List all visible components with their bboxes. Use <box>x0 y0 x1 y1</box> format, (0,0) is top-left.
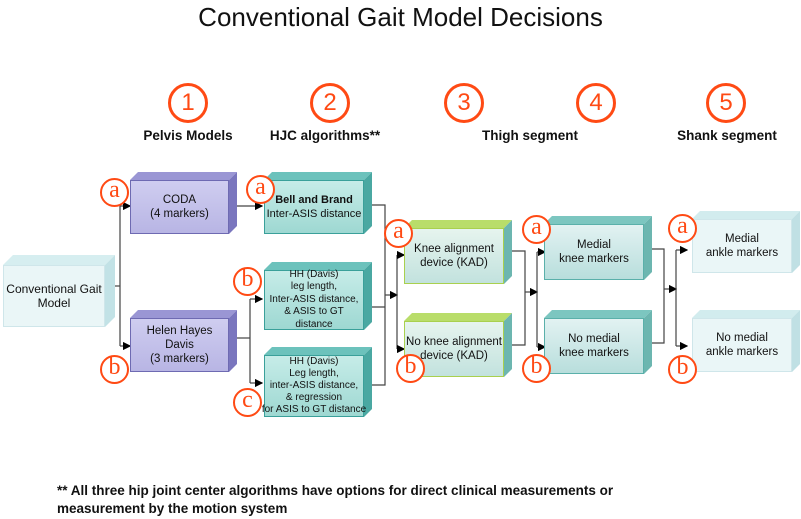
box-depth <box>130 310 237 372</box>
step-5-badge: 5 <box>706 83 746 123</box>
box-text-line: Inter-ASIS distance <box>266 208 362 220</box>
box-depth <box>544 310 652 374</box>
option-badge-ankle-b: b <box>668 355 697 384</box>
box-front: HH (Davis)leg length,Inter-ASIS distance… <box>264 268 364 330</box>
box-front: Knee alignment device (KAD) <box>404 228 504 284</box>
box-text-line: No medial <box>716 332 768 344</box>
box-depth <box>692 211 800 273</box>
box-front: No medial ankle markers <box>692 318 792 372</box>
box-text-line: Conventional Gait <box>6 282 102 296</box>
box-text-line: HH (Davis) <box>289 356 339 367</box>
box-front: Medial knee markers <box>544 224 644 280</box>
box-depth <box>130 172 237 234</box>
box-no-medial-knee-markers: No medial knee markers <box>544 310 652 374</box>
footnote: ** All three hip joint center algorithms… <box>57 482 613 518</box>
box-no-medial-ankle-markers: No medial ankle markers <box>692 310 800 372</box>
box-depth <box>404 313 512 377</box>
box-text-line: CODA <box>162 194 197 206</box>
box-front: HH (Davis)Leg length,inter-ASIS distance… <box>261 355 367 417</box>
box-depth <box>404 220 512 284</box>
box-hh-davis-direct: HH (Davis)leg length,Inter-ASIS distance… <box>264 262 372 330</box>
step-3-badge: 3 <box>444 83 484 123</box>
box-text-line: Inter-ASIS distance, <box>269 293 359 305</box>
box-text-line: Medial <box>725 233 759 245</box>
diagram-title: Conventional Gait Model Decisions <box>198 2 603 32</box>
box-depth <box>544 216 652 280</box>
column-label-shank: Shank segment <box>677 128 777 143</box>
box-knee-alignment-device: Knee alignment device (KAD) <box>404 220 512 284</box>
box-hh-davis-regression: HH (Davis)Leg length,inter-ASIS distance… <box>261 347 372 417</box>
option-badge-hjc-c: c <box>233 388 262 417</box>
box-text-line: for ASIS to GT distance <box>261 404 367 415</box>
box-text-line: ankle markers <box>705 247 779 259</box>
box-text-line: device (KAD) <box>420 257 488 269</box>
footnote-line: measurement by the motion system <box>57 501 288 516</box>
box-depth <box>264 347 372 417</box>
box-text-line: No medial <box>568 333 620 345</box>
box-coda: CODA (4 markers) <box>130 172 237 234</box>
box-text-line: leg length, <box>290 281 338 293</box>
box-front: Medial ankle markers <box>692 219 792 273</box>
box-depth <box>3 255 115 327</box>
box-text-line: No knee alignment <box>406 336 502 348</box>
box-depth <box>264 172 372 234</box>
option-badge-pelvis-b: b <box>100 355 129 384</box>
step-2-badge: 2 <box>310 83 350 123</box>
box-text-line: ankle markers <box>705 346 779 358</box>
box-front: CODA (4 markers) <box>130 180 229 234</box>
box-text-line: Model <box>37 296 71 310</box>
box-depth <box>692 310 800 372</box>
box-text-line: Helen Hayes Davis <box>146 325 213 351</box>
option-badge-pelvis-a: a <box>100 178 129 207</box>
step-4-badge: 4 <box>576 83 616 123</box>
option-badge-hjc-b: b <box>233 267 262 296</box>
box-text-line: device (KAD) <box>420 350 488 362</box>
box-front: Helen Hayes Davis (3 markers) <box>130 318 229 372</box>
box-front: No medial knee markers <box>544 318 644 374</box>
column-label-thigh: Thigh segment <box>481 128 578 143</box>
box-helen-hayes-davis: Helen Hayes Davis (3 markers) <box>130 310 237 372</box>
box-text-line: knee markers <box>559 253 629 265</box>
box-text-line: Medial <box>577 239 611 251</box>
step-1-badge: 1 <box>168 83 208 123</box>
option-badge-thigh-b: b <box>396 354 425 383</box>
box-text-line: & ASIS to GT distance <box>284 306 344 330</box>
box-text-line: knee markers <box>559 347 629 359</box>
column-label-pelvis: Pelvis Models <box>143 128 233 143</box>
option-badge-knee-b: b <box>522 354 551 383</box>
box-no-knee-alignment-device: No knee alignment device (KAD) <box>404 313 512 377</box>
box-text-line: & regression <box>285 392 343 403</box>
column-label-hjc: HJC algorithms** <box>269 128 381 143</box>
box-medial-ankle-markers: Medial ankle markers <box>692 211 800 273</box>
box-text-line: (4 markers) <box>150 208 209 220</box>
box-text-line: inter-ASIS distance, <box>269 380 359 391</box>
line-knee-merge <box>652 248 665 344</box>
box-text-line: HH (Davis) <box>289 268 339 280</box>
option-badge-knee-a: a <box>522 215 551 244</box>
box-text-line: Leg length, <box>289 368 339 379</box>
box-text-line: (3 markers) <box>150 353 209 365</box>
option-badge-hjc-a: a <box>246 175 275 204</box>
footnote-line: ** All three hip joint center algorithms… <box>57 483 614 498</box>
line-thigh-merge <box>512 250 526 346</box>
box-text-line: Bell and Brand <box>275 194 353 206</box>
option-badge-ankle-a: a <box>668 214 697 243</box>
option-badge-thigh-a: a <box>384 219 413 248</box>
box-depth <box>264 262 372 330</box>
box-medial-knee-markers: Medial knee markers <box>544 216 652 280</box>
box-text-line: Knee alignment <box>414 243 494 255</box>
